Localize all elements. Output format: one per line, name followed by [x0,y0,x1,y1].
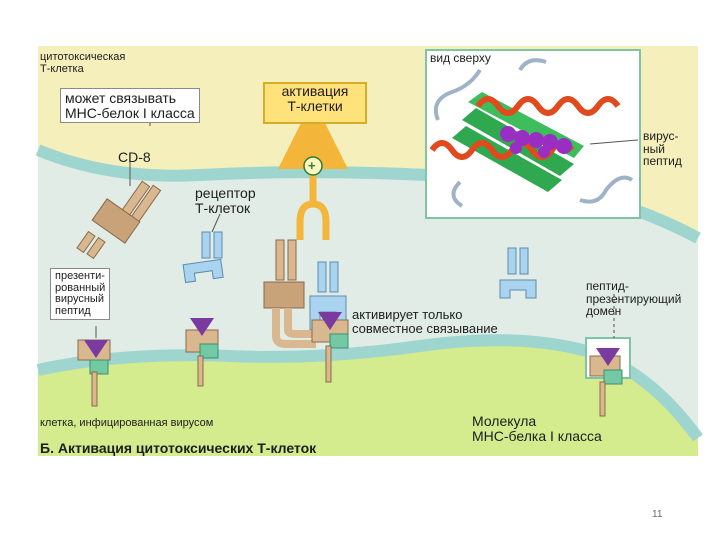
viral-peptide-atoms [500,126,572,158]
label-cd8: CD-8 [118,149,151,165]
viral-peptide-pointer [589,139,639,145]
cd8-coreceptor [76,180,162,260]
label-t-cell-activation: активация Т-клетки [263,82,367,124]
plus-label: + [308,158,316,173]
mhc-complex-2 [185,318,219,387]
label-mhc-class-i: Молекула МНС-белка I класса [472,413,602,444]
label-viral-peptide: вирус- ный пептид [643,129,682,169]
label-cytotoxic-t-cell: цитотоксическая Т-клетка [40,51,126,75]
label-top-view: вид сверху [430,51,491,65]
label-peptide-presenting-domain: пептид- презентирующий домен [586,279,682,319]
plus-sign-icon [303,156,323,176]
cd8-engaged [263,239,316,348]
mhc-complex-1 [77,339,111,407]
t-cell-receptor-right [499,247,537,299]
label-coactivation: активирует только совместное связывание [352,307,498,336]
alpha-helix-2 [475,96,621,116]
activation-signal-arrow [278,99,348,240]
label-can-bind-mhc: может связывать МНС-белок I класса [60,88,200,124]
loops [433,58,634,208]
t-cell-receptor-left [182,231,224,284]
page-number: 11 [652,509,663,520]
label-t-cell-receptor: рецептор Т-клеток [195,185,256,216]
mhc-top-view-inset [425,49,641,219]
alpha-helix-1 [429,140,575,160]
mhc-complex-highlighted [585,294,631,417]
figure-caption: Б. Активация цитотоксических Т-клеток [40,440,317,456]
label-infected-cell: клетка, инфицированная вирусом [40,417,214,429]
label-presented-viral-peptide: презенти- рованный вирусный пептид [50,268,111,321]
mhc-complex-3 [311,312,349,383]
